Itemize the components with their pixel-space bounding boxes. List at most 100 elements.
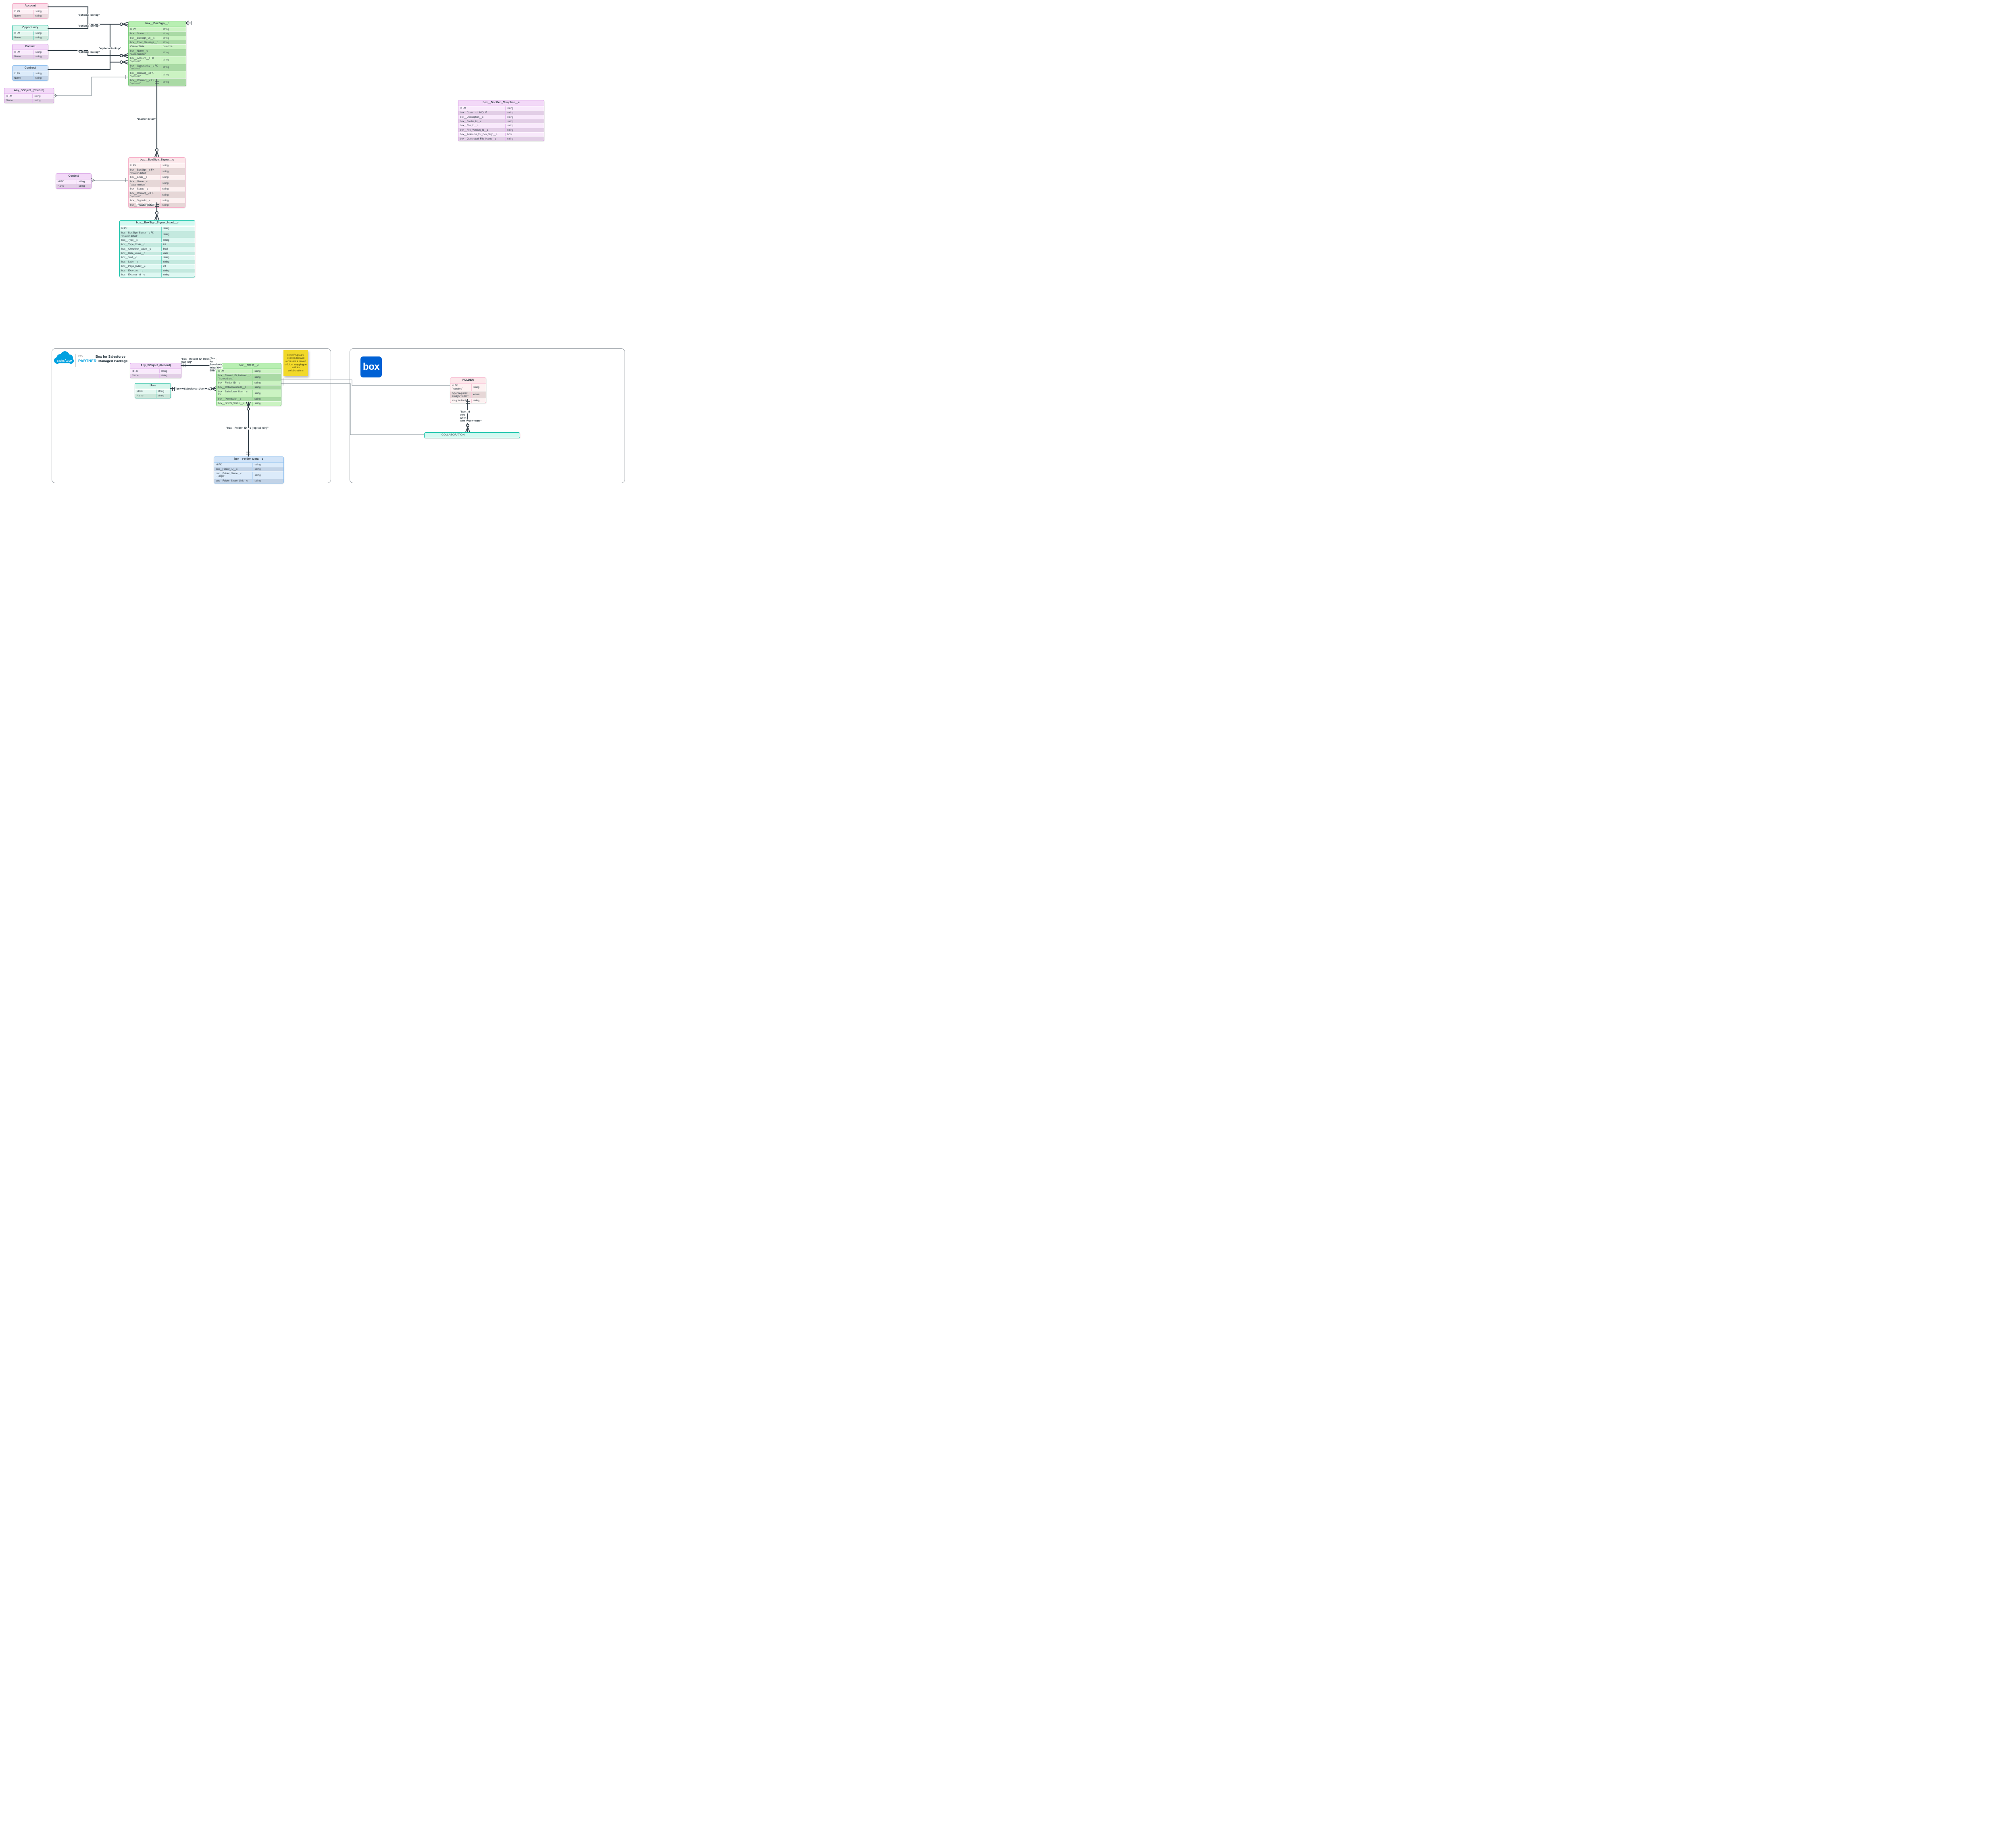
entity-title: Contract bbox=[12, 66, 48, 72]
table-row: box__Contact__c FK"optional"string bbox=[129, 191, 185, 199]
table-row: id PK"required"string bbox=[450, 383, 486, 391]
entity-title: Contact bbox=[56, 174, 91, 180]
edge-label: "optional lookup" bbox=[78, 14, 100, 17]
entity-title: box__BoxSign_Signer_Input__c bbox=[120, 221, 195, 227]
box-panel bbox=[350, 348, 625, 483]
entity-title: Contact bbox=[12, 44, 48, 50]
entity-title: box__Folder_Meta__c bbox=[214, 457, 283, 463]
crowfoot-icon bbox=[119, 22, 128, 65]
table-row: box__BoxSign_Signer__c FK"master-detail"… bbox=[120, 230, 195, 238]
edge-label: "optional lookup" bbox=[99, 47, 121, 50]
entity-title: box__BoxSign_Signer__c bbox=[129, 158, 185, 164]
box-logo-text: box bbox=[362, 361, 380, 372]
entity-title: Any_SObject_(Record) bbox=[130, 363, 181, 369]
edge-label: "master-detail" bbox=[137, 118, 156, 121]
package-title: Box for Salesforce Managed Package bbox=[96, 354, 128, 363]
entity-title: Any_SObject_(Record) bbox=[4, 88, 54, 94]
edge-label: "optional lookup" bbox=[78, 25, 100, 27]
edge-label: "optional lookup" bbox=[78, 51, 100, 54]
table-row: box__Contract__c FK"optional"string bbox=[129, 78, 186, 86]
isv-label: ISV bbox=[78, 355, 83, 358]
entity-title: Opportunity bbox=[12, 25, 48, 31]
salesforce-partner-logo: salesforce ISV PARTNER bbox=[54, 351, 96, 367]
entity-title: box__BoxSign__c bbox=[129, 21, 186, 27]
table-row: box__Name__c"auto-number"string bbox=[129, 179, 185, 187]
entity-title: User bbox=[135, 383, 171, 390]
box-logo: box bbox=[360, 356, 382, 377]
table-row: box__Opportunity__c FK"optional"string bbox=[129, 63, 186, 71]
svg-text:salesforce: salesforce bbox=[57, 359, 72, 363]
entity-title: box__DocGen_Template__c bbox=[458, 100, 544, 106]
table-row: box__Record_ID_Indexed__c"indexed text"s… bbox=[217, 373, 281, 381]
entity-collaboration: COLLABORATION bbox=[424, 432, 520, 439]
entity-title: FOLDER bbox=[450, 378, 486, 384]
table-row: box__Account__c FK"optional"string bbox=[129, 56, 186, 64]
table-row: etag "nullable"string bbox=[450, 398, 486, 403]
erd-canvas: salesforce ISV PARTNER Box for Salesforc… bbox=[0, 0, 632, 488]
table-row: box__Contact__c FK"optional"string bbox=[129, 71, 186, 79]
partner-label: PARTNER bbox=[78, 359, 96, 363]
entity-title: COLLABORATION bbox=[425, 433, 520, 438]
